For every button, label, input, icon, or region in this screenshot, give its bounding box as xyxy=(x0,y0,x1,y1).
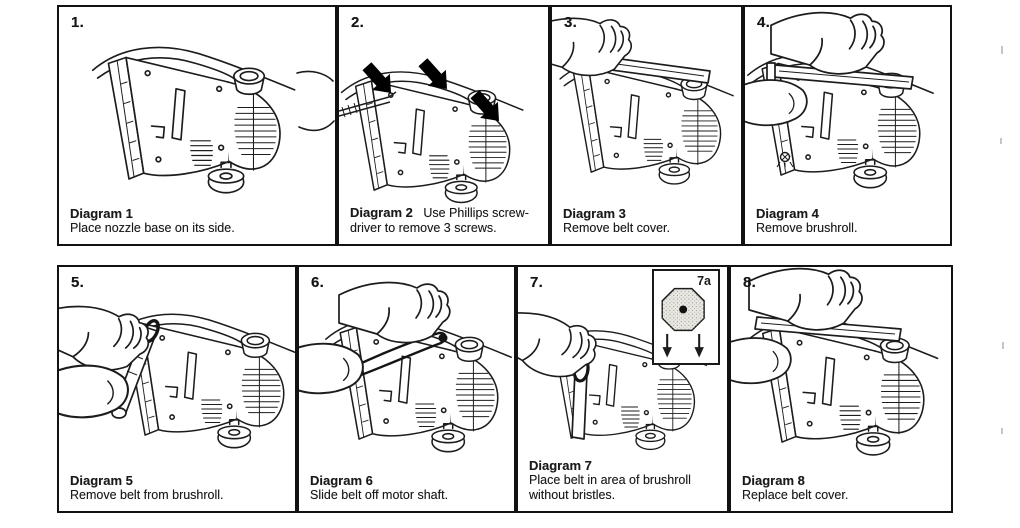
slide-belt-illustration xyxy=(299,281,512,453)
caption-text: Replace belt cover. xyxy=(742,488,849,502)
inset-label: 7a xyxy=(697,274,711,288)
panel-number: 6. xyxy=(311,274,325,291)
scan-artifact-mark xyxy=(1001,46,1003,54)
place-belt-illustration xyxy=(518,303,708,451)
panel-number: 2. xyxy=(351,14,365,31)
caption-title: Diagram 1 xyxy=(70,206,133,221)
caption-text: Place belt in area of brushroll without … xyxy=(529,473,691,502)
scan-artifact-mark xyxy=(1000,138,1002,144)
inset-7a: 7a xyxy=(652,269,720,365)
caption: Diagram 5 Remove belt from brushroll. xyxy=(70,473,289,503)
diagram-panel-2: 2. Diagram 2 Use Phillips screw-driver t… xyxy=(337,5,550,246)
diagram-panel-4: 4. Diagram 4 Remove brushroll. xyxy=(743,5,952,246)
caption-text: Slide belt off motor shaft. xyxy=(310,488,449,502)
caption-title: Diagram 8 xyxy=(742,473,805,488)
hand-illustration xyxy=(745,79,808,127)
inset-illustration xyxy=(661,287,705,359)
caption-text: Remove brushroll. xyxy=(756,221,858,235)
remove-screws-illustration xyxy=(339,54,524,204)
panel-number: 1. xyxy=(71,14,85,31)
diagram-panel-3: 3. Diagram 3 Remove belt cover. xyxy=(550,5,743,246)
caption-title: Diagram 3 xyxy=(563,206,626,221)
caption-text: Use Phillips screw-driver to remove 3 sc… xyxy=(350,206,529,235)
nozzle-base-illustration xyxy=(91,46,335,194)
screwdriver xyxy=(339,91,397,118)
scan-artifact-mark xyxy=(1002,342,1004,349)
caption-title: Diagram 6 xyxy=(310,473,373,488)
down-arrow-icon xyxy=(693,332,705,359)
caption: Diagram 4 Remove brushroll. xyxy=(756,206,944,236)
caption-title: Diagram 7 xyxy=(529,458,592,473)
caption-title: Diagram 5 xyxy=(70,473,133,488)
panel-number: 4. xyxy=(757,14,771,31)
caption-text: Remove belt from brushroll. xyxy=(70,488,224,502)
caption-text: Remove belt cover. xyxy=(563,221,670,235)
panel-number: 8. xyxy=(743,274,757,291)
caption-title: Diagram 2 xyxy=(350,205,413,220)
caption: Diagram 8 Replace belt cover. xyxy=(742,473,945,503)
panel-number: 7. xyxy=(530,274,544,291)
diagram-panel-7: 7. 7a Diagram 7 Place belt in xyxy=(516,265,729,513)
caption: Diagram 1 Place nozzle base on its side. xyxy=(70,206,329,236)
caption: Diagram 7 Place belt in area of brushrol… xyxy=(529,458,721,503)
down-arrow-icon xyxy=(661,332,673,359)
vacuum-base-drawing xyxy=(91,46,296,194)
motor-shaft xyxy=(438,333,448,343)
caption: Diagram 3 Remove belt cover. xyxy=(563,206,735,236)
diagram-panel-5: 5. Diagram 5 Remove belt from brushroll. xyxy=(57,265,297,513)
caption-title: Diagram 4 xyxy=(756,206,819,221)
remove-brushroll-illustration xyxy=(745,11,934,189)
shaft-dot xyxy=(679,305,688,314)
vacuum-base-drawing xyxy=(747,317,939,456)
panel-number: 3. xyxy=(564,14,578,31)
handle-extension xyxy=(296,70,335,132)
diagram-panel-8: 8. Diagram 8 Replace belt cover. xyxy=(729,265,953,513)
vacuum-base-drawing xyxy=(340,71,524,204)
diagram-panel-6: 6. Diagram 6 Slide belt off motor shaft. xyxy=(297,265,516,513)
dropped-screw xyxy=(776,151,794,169)
caption: Diagram 6 Slide belt off motor shaft. xyxy=(310,473,508,503)
scan-artifact-mark xyxy=(1001,428,1003,434)
remove-belt-cover-illustration xyxy=(552,17,734,185)
remove-belt-illustration xyxy=(59,299,295,449)
caption-text: Place nozzle base on its side. xyxy=(70,221,235,235)
replace-belt-cover-illustration xyxy=(731,267,939,456)
diagram-panel-1: 1. Diagram 1 Place nozzle base on its si… xyxy=(57,5,337,246)
caption: Diagram 2 Use Phillips screw-driver to r… xyxy=(350,205,542,236)
panel-number: 5. xyxy=(71,274,85,291)
